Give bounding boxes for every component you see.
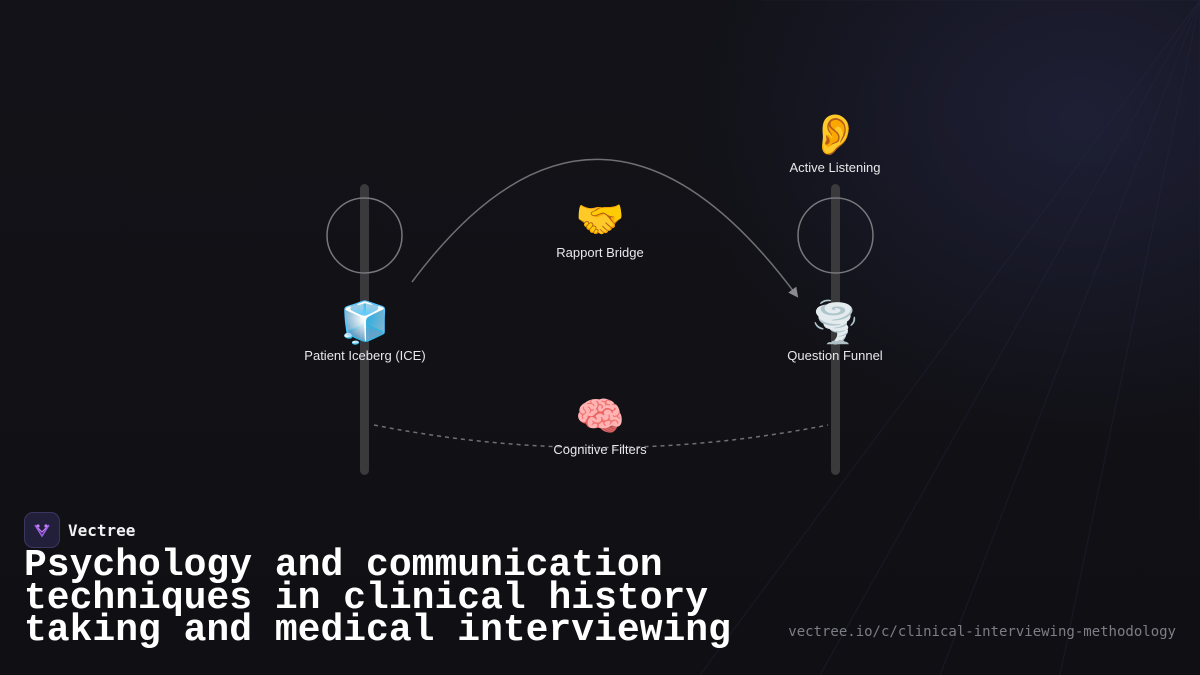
rapport-arc-arrow	[411, 158, 799, 298]
node-cognitive-filters: 🧠 Cognitive Filters	[500, 394, 700, 457]
cognitive-filters-label: Cognitive Filters	[553, 442, 647, 457]
ear-icon: 👂	[810, 112, 860, 158]
node-rapport-bridge: 🤝 Rapport Bridge	[500, 197, 700, 260]
node-active-listening: 👂 Active Listening	[735, 112, 935, 175]
node-question-funnel: 🌪️ Question Funnel	[735, 300, 935, 363]
handshake-icon: 🤝	[575, 197, 625, 243]
brain-icon: 🧠	[575, 394, 625, 440]
brand-name: Vectree	[68, 520, 136, 540]
right-ring	[797, 197, 874, 274]
active-listening-label: Active Listening	[789, 160, 881, 175]
page-title: Psychology and communication techniques …	[24, 544, 731, 652]
node-patient-iceberg: 🧊 Patient Iceberg (ICE)	[265, 300, 465, 363]
cognitive-filter-curve	[373, 424, 829, 449]
left-pillar	[360, 184, 369, 475]
ice-cube-icon: 🧊	[340, 300, 390, 346]
vectree-logo-icon	[24, 512, 60, 548]
right-pillar	[831, 184, 840, 475]
left-ring	[326, 197, 403, 274]
tornado-icon: 🌪️	[810, 300, 860, 346]
patient-iceberg-label: Patient Iceberg (ICE)	[304, 348, 426, 363]
brand: Vectree	[24, 512, 135, 548]
rapport-bridge-label: Rapport Bridge	[556, 245, 644, 260]
question-funnel-label: Question Funnel	[787, 348, 883, 363]
source-url: vectree.io/c/clinical-interviewing-metho…	[788, 624, 1176, 640]
